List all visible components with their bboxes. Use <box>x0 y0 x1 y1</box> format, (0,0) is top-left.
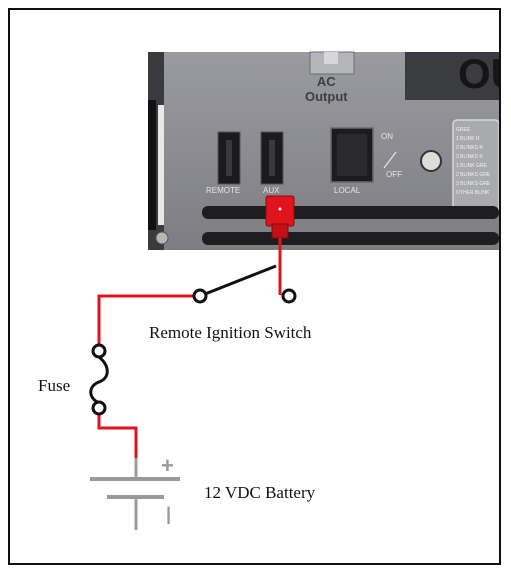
fuse-symbol <box>89 343 109 416</box>
on-label: ON <box>381 132 393 141</box>
panel-edge <box>148 100 156 230</box>
wires <box>97 238 282 458</box>
ac-output-label: AC Output <box>305 74 348 104</box>
switch-contact-left <box>192 288 208 304</box>
connector-collar <box>271 223 289 239</box>
aux-switch-slot <box>269 140 275 176</box>
switch-contact-right <box>281 288 297 304</box>
led-legend-line: 2 BLINKS GRE <box>456 172 491 178</box>
wiring-diagram <box>89 51 499 530</box>
fuse-terminal-bottom <box>91 400 107 416</box>
wire-fuse-to-battery <box>97 408 138 458</box>
switch-label: Remote Ignition Switch <box>149 323 312 342</box>
connector-body <box>265 195 295 227</box>
panel-edge-highlight <box>158 105 164 225</box>
connector-pin <box>278 207 282 211</box>
display-text: OU <box>458 50 499 97</box>
vent-slot-1 <box>202 206 499 219</box>
battery-minus-sign: | <box>166 504 172 524</box>
display-window <box>405 52 499 100</box>
panel-screw <box>155 231 169 245</box>
fuse-label: Fuse <box>38 376 71 395</box>
battery-symbol <box>90 458 180 530</box>
led-legend-line: OTHER BLINK <box>456 190 490 196</box>
fuse-element <box>89 355 109 405</box>
led-legend-line: 3 BLINKS GRE <box>456 181 491 187</box>
led-legend-line: 1 BLINK R <box>456 136 480 142</box>
led-legend-line: 1 BLINK GRE <box>456 163 487 169</box>
fuse-terminal-top <box>91 343 107 359</box>
switch-lever <box>199 264 277 298</box>
led-legend-line: 2 BLINKS R <box>456 145 483 151</box>
local-switch-inner <box>337 134 367 176</box>
on-off-divider <box>383 151 397 169</box>
vent-slot-2 <box>202 232 499 245</box>
battery-label: 12 VDC Battery <box>204 483 316 502</box>
ac-output-line1: AC <box>316 74 336 89</box>
led-legend-line: GREE <box>456 127 471 133</box>
status-led <box>420 150 442 172</box>
ac-output-line2: Output <box>305 89 348 104</box>
led-legend-line: 3 BLINKS R <box>456 154 483 160</box>
diagram-frame: AC Output OU REMOTE AUX LOCAL ON OFF GRE… <box>8 8 501 565</box>
remote-switch-slot <box>226 140 232 176</box>
off-label: OFF <box>386 170 402 179</box>
battery-plus-sign: + <box>161 453 174 478</box>
led-legend-text: GREE 1 BLINK R 2 BLINKS R 3 BLINKS R 1 B… <box>456 126 498 198</box>
remote-label: REMOTE <box>206 186 241 195</box>
ac-output-knob-top <box>324 52 338 64</box>
wire-switch-to-fuse <box>97 294 200 346</box>
aux-connector <box>265 195 295 239</box>
aux-label: AUX <box>263 186 280 195</box>
local-label: LOCAL <box>334 186 361 195</box>
